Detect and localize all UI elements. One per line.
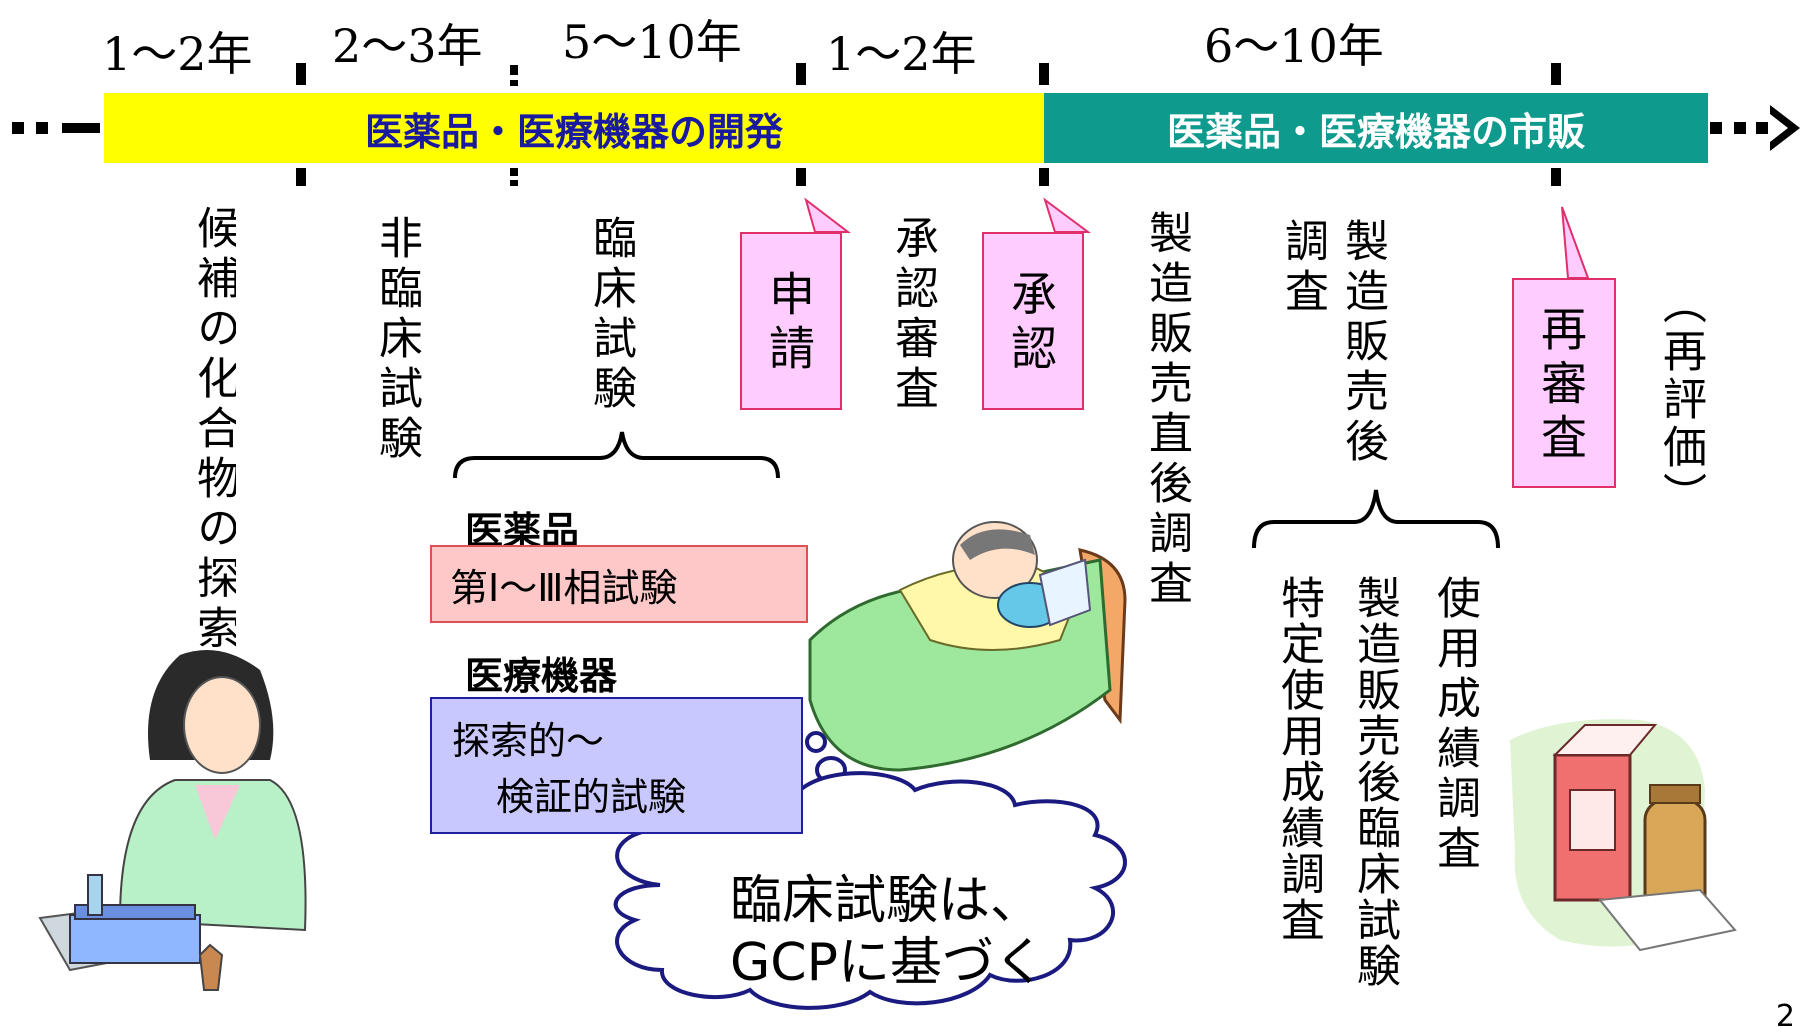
application-callout [740,232,842,410]
duration-post-marketing: 6〜10年 [1204,19,1384,73]
approval-callout [982,232,1084,410]
timeline-ticks [296,63,1561,186]
clinical-brace [453,431,780,479]
stage-clinical: 臨床試験 [585,215,636,415]
duration-clinical: 5〜10年 [562,15,742,69]
patient-in-bed-illustration [808,521,1127,772]
approval-callout-tail [1043,197,1092,233]
application-callout-label: 申請 [762,270,816,378]
survey-specific: 特定使用成績調査 [1273,575,1324,943]
stage-nonclinical: 非臨床試験 [371,215,422,465]
reexam-callout-tail [1561,206,1590,279]
gcp-cloud-line2: GCPに基づく [730,933,1046,994]
reexam-callout-label: 再審査 [1534,305,1588,467]
stage-discovery: 候補の化合物の探索 [192,205,236,655]
device-phase-line1: 探索的〜 [452,719,605,763]
stage-reevaluation: （再評価） [1655,280,1706,520]
development-bar-bg [104,93,1044,163]
duration-nonclinical: 2〜3年 [332,19,483,73]
medicine-illustration [1510,719,1737,952]
survey-clinical: 製造販売後臨床試験 [1349,575,1400,989]
researcher-illustration [38,650,307,991]
device-phase-box: 探索的〜 検証的試験 [430,697,803,834]
stage-review: 承認審査 [887,215,938,415]
stage-post-marketing-survey-col2: 調査 [1277,218,1328,318]
approval-callout-label: 承認 [1004,270,1058,378]
application-callout-tail [804,197,851,233]
stage-post-marketing-immediate: 製造販売直後調査 [1141,210,1192,610]
market-bar-bg [1044,93,1708,163]
timeline-lead-dashes [12,122,100,134]
duration-discovery: 1〜2年 [102,27,253,81]
drug-phase-box: 第Ⅰ〜Ⅲ相試験 [430,545,808,623]
page-number: 2 [1775,999,1795,1034]
stage-post-marketing-survey-col1: 製造販売後 [1337,218,1388,468]
timeline-arrow-head [1710,105,1800,151]
survey-use: 使用成績調査 [1429,575,1480,875]
drug-phase-text: 第Ⅰ〜Ⅲ相試験 [450,565,678,610]
duration-review: 1〜2年 [826,27,977,81]
market-bar-label: 医薬品・医療機器の市販 [1166,109,1585,154]
post-marketing-brace [1252,489,1500,549]
development-bar-label: 医薬品・医療機器の開発 [364,109,783,154]
gcp-cloud-text: 臨床試験は、 GCPに基づく [730,870,1046,995]
reexam-callout [1512,278,1616,488]
gcp-cloud-line1: 臨床試験は、 [730,871,1043,931]
thought-bubble-small [805,731,827,753]
device-phase-line2: 検証的試験 [496,775,687,819]
device-label: 医療機器 [465,654,618,698]
